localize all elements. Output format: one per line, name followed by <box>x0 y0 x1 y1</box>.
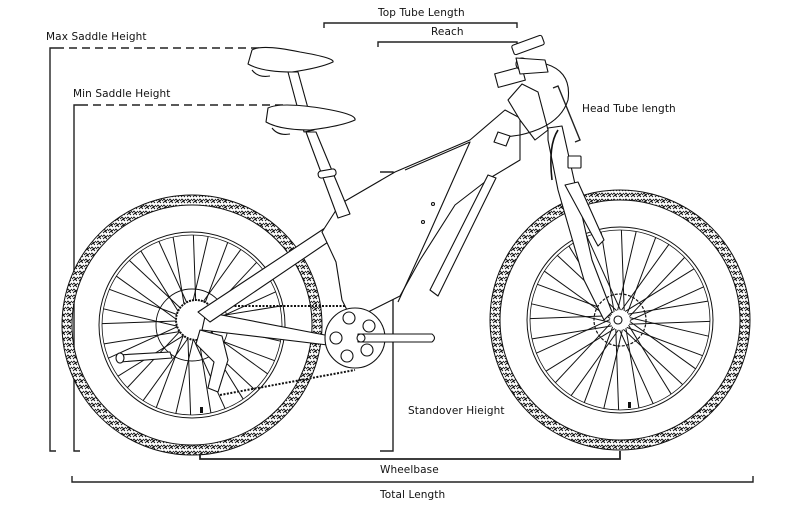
spoke <box>629 321 696 370</box>
spoke <box>629 286 704 321</box>
spoke <box>615 329 620 411</box>
spoke <box>555 323 611 383</box>
spoke <box>142 334 191 401</box>
front-wheel-tire-tread <box>490 190 750 450</box>
spoke <box>531 325 613 340</box>
label-head-tube-length: Head Tube length <box>582 103 676 115</box>
spoke <box>140 250 184 321</box>
spoke <box>545 328 616 372</box>
spoke <box>103 308 183 328</box>
headlight <box>567 155 582 169</box>
reach-bracket <box>377 41 518 47</box>
spoke <box>627 300 709 315</box>
spoke <box>629 320 711 325</box>
rear-wheel-tire-tread <box>62 195 322 455</box>
standover-height-bracket <box>380 171 394 452</box>
spoke <box>624 268 695 312</box>
downtube-inner <box>397 141 471 303</box>
spoke <box>101 320 183 325</box>
seat-clamp <box>317 168 337 179</box>
label-standover-height: Standover Hieight <box>408 405 505 417</box>
spoke <box>531 303 611 323</box>
spoke <box>629 257 685 317</box>
total-length-bracket <box>71 476 754 483</box>
head-tube <box>507 83 549 141</box>
saddle-min <box>265 104 356 131</box>
display <box>511 34 545 56</box>
spoke <box>626 237 657 314</box>
label-wheelbase: Wheelbase <box>380 464 439 476</box>
handlebar <box>515 57 549 75</box>
spoke <box>536 319 611 354</box>
spoke <box>129 260 189 316</box>
top-tube-length-bracket <box>323 22 518 28</box>
spoke <box>600 231 615 313</box>
spoke <box>628 324 672 395</box>
label-min-saddle-height: Min Saddle Height <box>73 88 171 100</box>
crank-arm <box>357 333 436 343</box>
frame-main <box>321 109 521 321</box>
spoke <box>570 329 619 396</box>
label-reach: Reach <box>431 26 464 38</box>
spoke <box>583 326 614 403</box>
head-tube-length-bracket <box>552 85 581 143</box>
rear-wheel-rim <box>98 231 286 419</box>
spoke <box>621 244 670 311</box>
front-disc-rotor <box>593 293 647 347</box>
chain-bottom <box>219 369 356 396</box>
saddle-max <box>247 46 334 73</box>
spoke <box>586 236 621 311</box>
fork <box>547 125 613 321</box>
spoke <box>617 231 637 311</box>
spoke <box>109 288 186 319</box>
front-wheel-rim <box>526 226 714 414</box>
spoke <box>191 334 226 409</box>
wheelbase-bracket <box>199 451 621 460</box>
spoke <box>103 330 185 345</box>
brake-cable <box>497 63 570 139</box>
battery <box>429 174 497 297</box>
rear-derailleur <box>195 329 229 393</box>
kickstand <box>117 351 173 363</box>
spoke <box>626 326 703 357</box>
spoke <box>172 236 187 318</box>
spoke <box>529 315 611 320</box>
max-saddle-height-bracket <box>49 47 56 452</box>
label-max-saddle-height: Max Saddle Height <box>46 31 147 43</box>
label-top-tube-length: Top Tube Length <box>378 7 465 19</box>
spoke <box>155 331 186 408</box>
spoke <box>623 329 683 385</box>
spoke <box>629 317 709 337</box>
spoke <box>620 229 625 311</box>
spoke <box>116 275 183 324</box>
spoke <box>625 327 640 409</box>
label-total-length: Total Length <box>380 489 446 501</box>
spoke <box>187 334 192 416</box>
spoke <box>175 334 195 414</box>
spoke <box>619 329 654 404</box>
spoke <box>603 329 623 409</box>
